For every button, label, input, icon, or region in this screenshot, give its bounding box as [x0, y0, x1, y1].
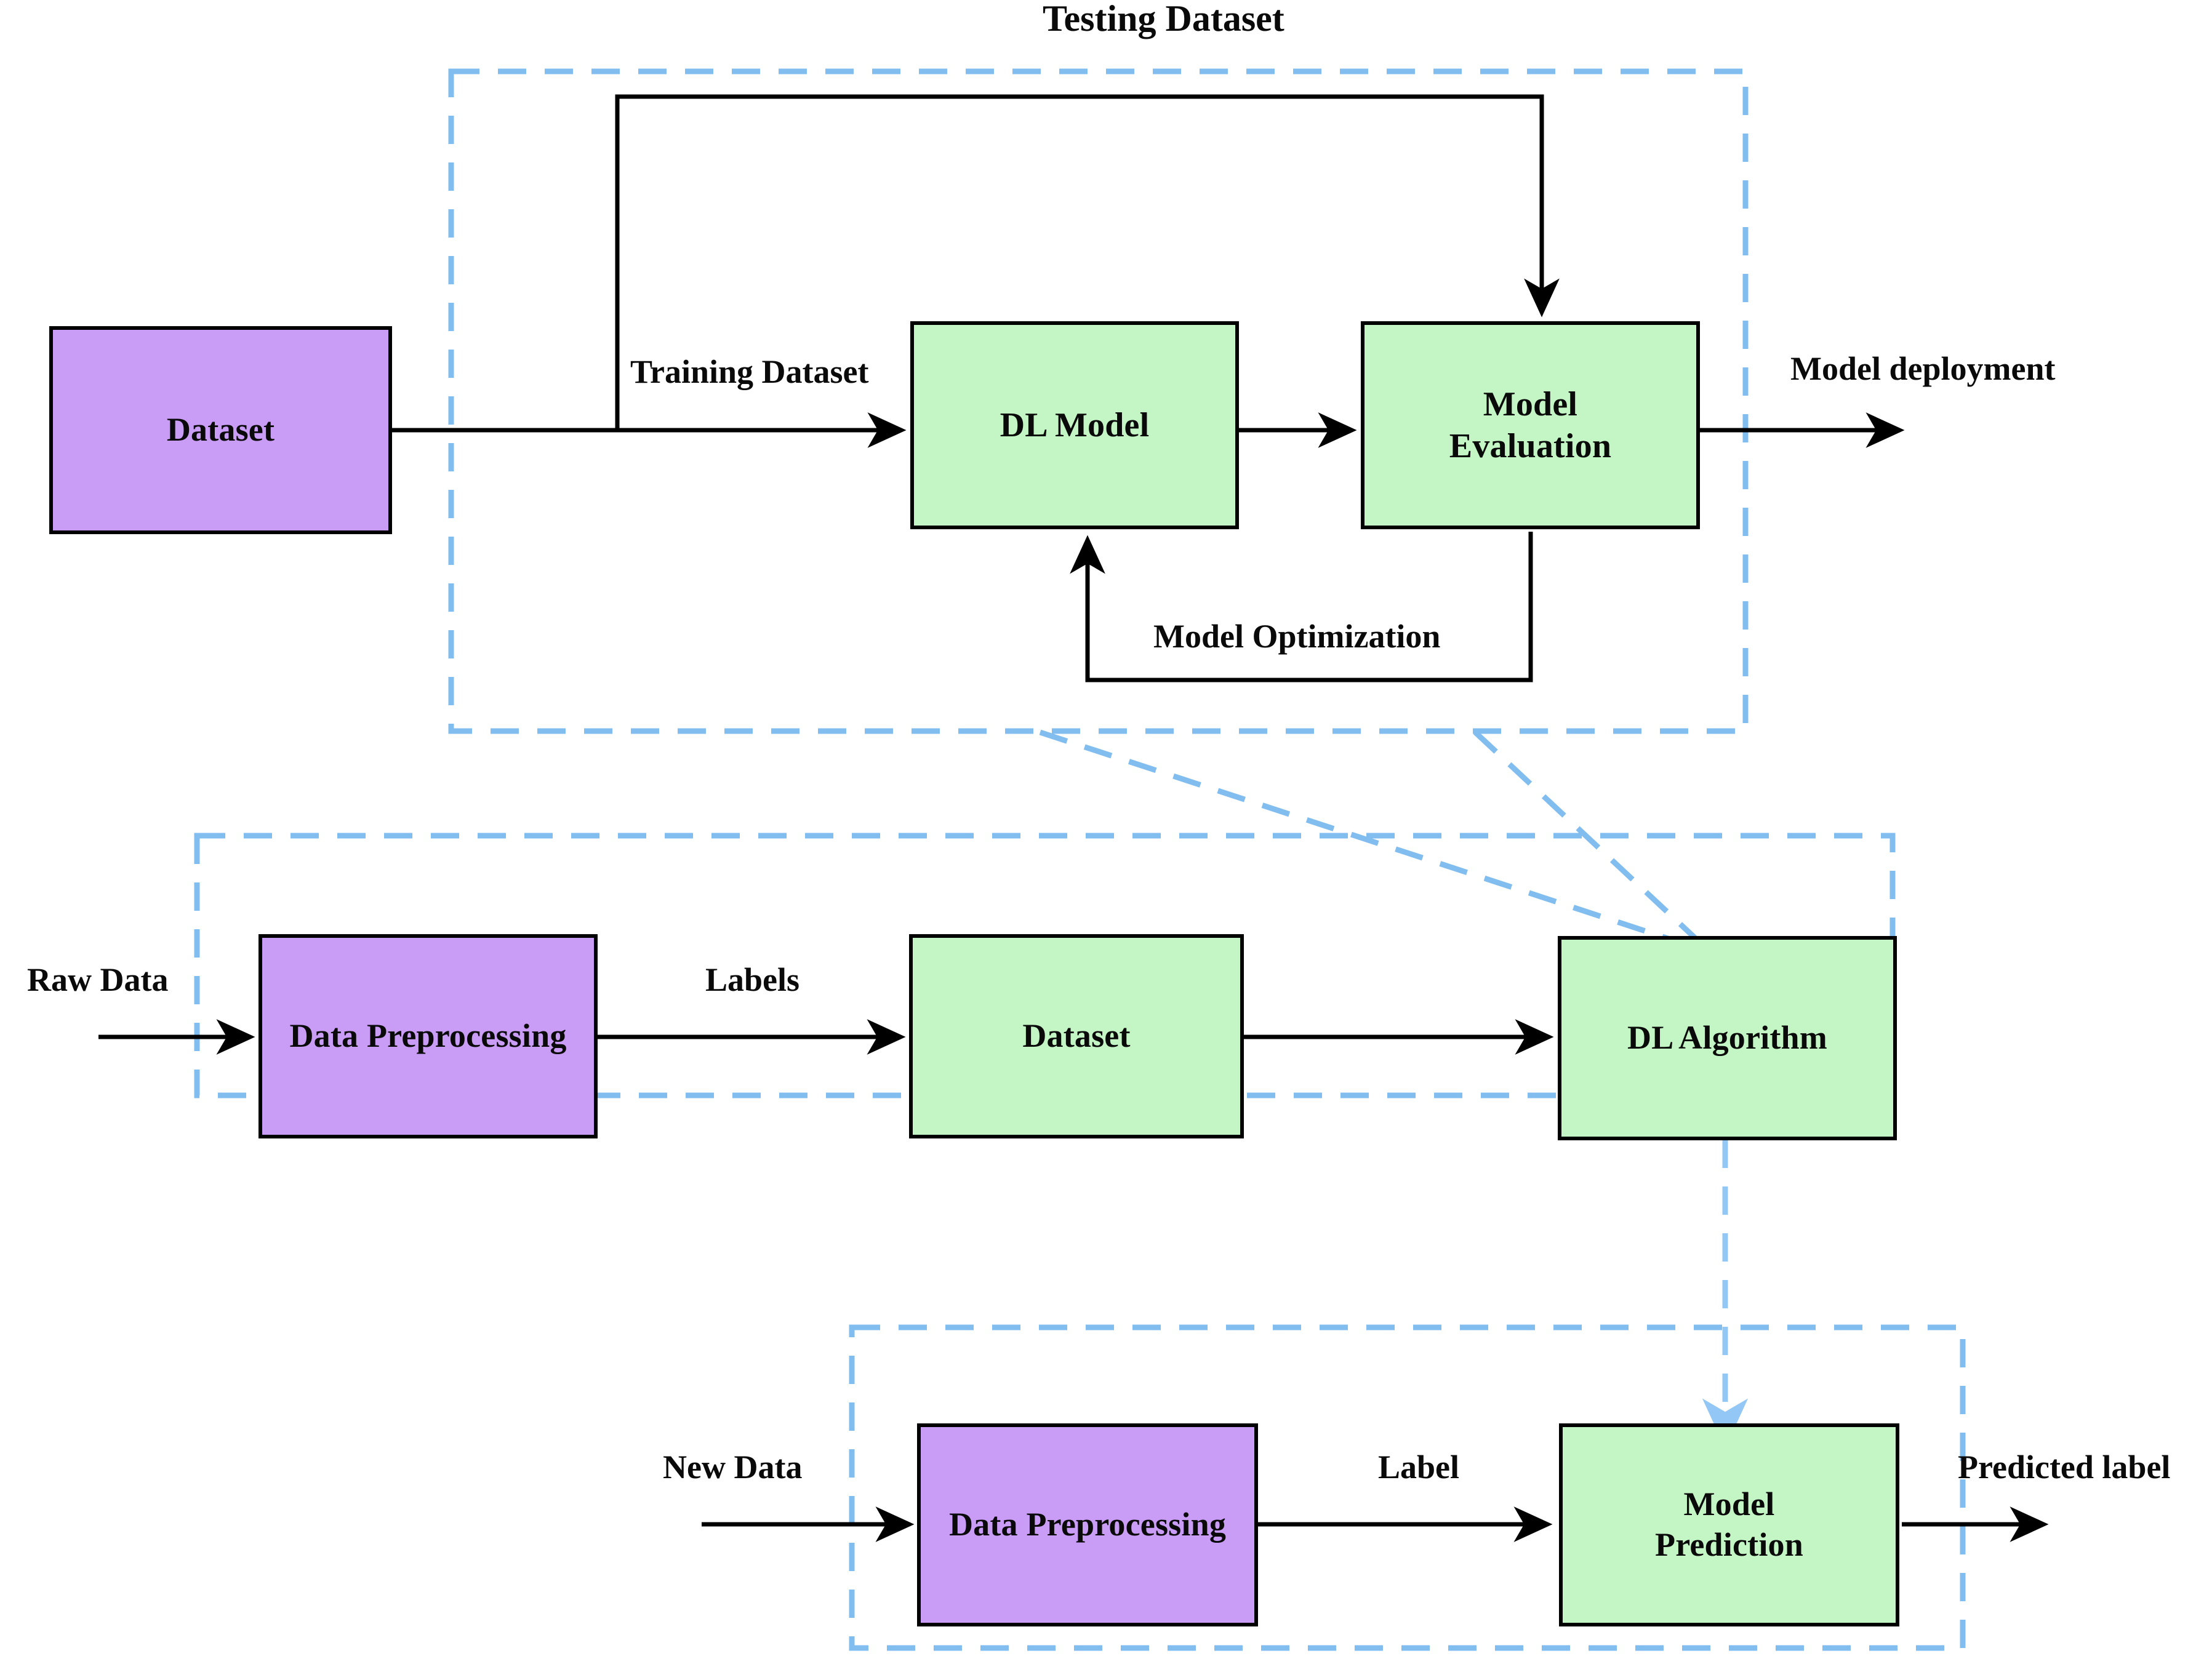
- edge-label-label: Label: [1378, 1449, 1460, 1486]
- node-label-dataset-source: Dataset: [166, 411, 275, 449]
- edge-label-raw-data: Raw Data: [27, 961, 169, 998]
- node-label-data-preprocessing-train: Data Preprocessing: [289, 1017, 567, 1055]
- node-dataset-source[interactable]: Dataset: [49, 326, 392, 534]
- edge-label-model-optimization: Model Optimization: [1153, 618, 1441, 655]
- node-label-model-prediction-line1: Model: [1683, 1486, 1775, 1523]
- edge-label-new-data: New Data: [663, 1449, 803, 1486]
- edge-label-predicted-label: Predicted label: [1958, 1449, 2171, 1486]
- node-label-model-prediction-line2: Prediction: [1655, 1526, 1803, 1563]
- node-label-dataset-built: Dataset: [1022, 1017, 1131, 1055]
- edge-label-model-deployment: Model deployment: [1790, 350, 2056, 387]
- node-dataset-built[interactable]: Dataset: [909, 934, 1244, 1138]
- connector-testing-dataset-bypass: [615, 94, 1560, 430]
- node-label-model-evaluation-line2: Evaluation: [1449, 427, 1612, 465]
- node-model-prediction[interactable]: Model Prediction: [1559, 1423, 1899, 1626]
- node-label-data-preprocessing-new: Data Preprocessing: [948, 1506, 1227, 1543]
- edge-label-labels: Labels: [705, 961, 800, 998]
- flow-dashed-training-zone-to-dl-algorithm-left: [1039, 729, 1669, 942]
- connector-model-optimization-feedback: [1070, 532, 1533, 682]
- node-data-preprocessing-new[interactable]: Data Preprocessing: [917, 1423, 1258, 1626]
- node-label-dl-model: DL Model: [1000, 406, 1150, 444]
- node-dl-algorithm[interactable]: DL Algorithm: [1558, 936, 1897, 1140]
- node-label-model-evaluation-line1: Model: [1483, 385, 1578, 423]
- zone-training-dashed-border: [448, 68, 1749, 734]
- zone-title-testing-dataset: Testing Dataset: [1043, 0, 1284, 39]
- node-dl-model[interactable]: DL Model: [910, 321, 1239, 529]
- flow-dashed-training-zone-to-dl-algorithm-right: [1473, 730, 1698, 941]
- node-data-preprocessing-train[interactable]: Data Preprocessing: [258, 934, 598, 1138]
- zone-inference-dashed-border: [849, 1324, 1966, 1651]
- edge-label-training-dataset: Training Dataset: [630, 353, 869, 390]
- node-model-evaluation[interactable]: Model Evaluation: [1361, 321, 1700, 529]
- node-label-dl-algorithm: DL Algorithm: [1627, 1019, 1827, 1057]
